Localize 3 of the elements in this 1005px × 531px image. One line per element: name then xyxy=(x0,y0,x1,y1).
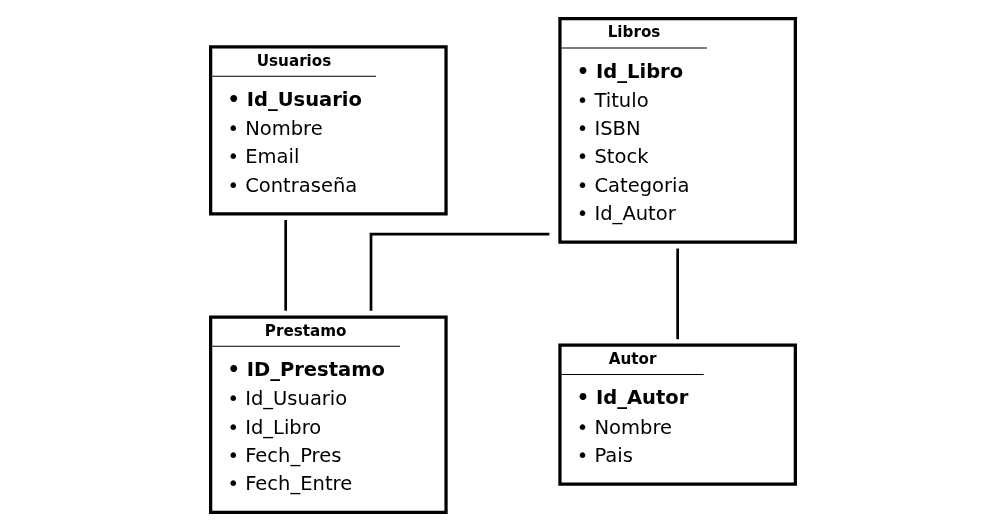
connector xyxy=(369,232,549,311)
connector xyxy=(675,248,679,340)
connector xyxy=(283,220,287,311)
